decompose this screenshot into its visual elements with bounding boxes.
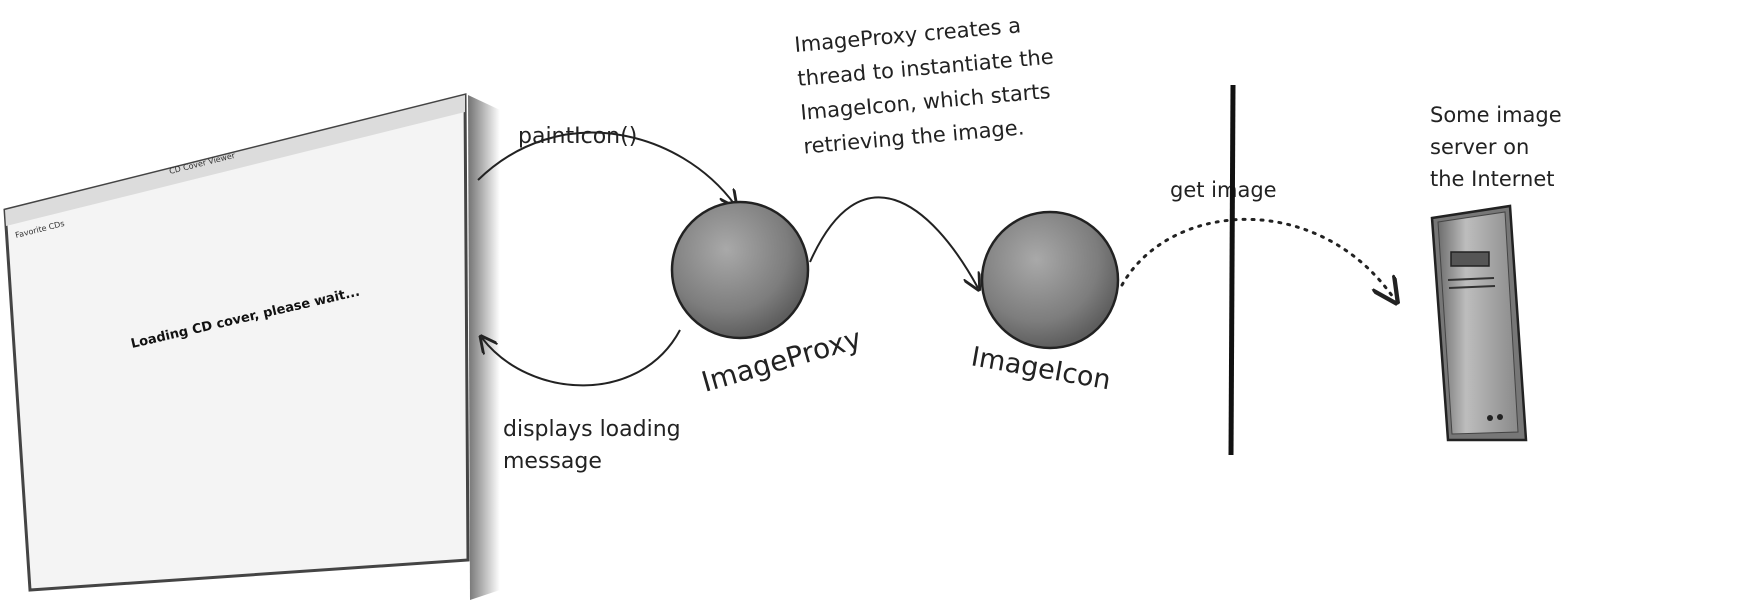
app-window: CD Cover Viewer Favorite CDs Loading CD … [3, 93, 500, 600]
server-label-3: the Internet [1430, 167, 1555, 191]
server-label-1: Some image [1430, 103, 1562, 127]
proxy-note: ImageProxy creates a thread to instantia… [794, 13, 1055, 158]
window-shadow [468, 95, 500, 600]
image-icon-label: ImageIcon [969, 341, 1113, 396]
displays-loading-label-2: message [503, 449, 602, 474]
proxy-note-line-4: retrieving the image. [802, 115, 1025, 158]
image-icon-circle [980, 210, 1120, 350]
get-image-label: get image [1170, 178, 1277, 202]
image-proxy-node: ImageProxy [670, 200, 865, 399]
get-image-arrow [1120, 217, 1395, 300]
proxy-to-icon-arrow [809, 196, 978, 288]
server-tower-icon [1430, 204, 1528, 442]
server-label-2: server on [1430, 135, 1529, 159]
window-frame [3, 93, 470, 592]
image-proxy-circle [670, 200, 810, 340]
displays-loading-label-1: displays loading [503, 417, 681, 442]
displays-loading-arrow [482, 329, 681, 387]
paint-icon-label: paintIcon() [518, 124, 637, 149]
image-icon-node: ImageIcon [969, 210, 1120, 396]
network-boundary-line [1228, 84, 1236, 456]
paint-icon-arrow [477, 131, 735, 205]
window-titlebar [5, 95, 465, 226]
